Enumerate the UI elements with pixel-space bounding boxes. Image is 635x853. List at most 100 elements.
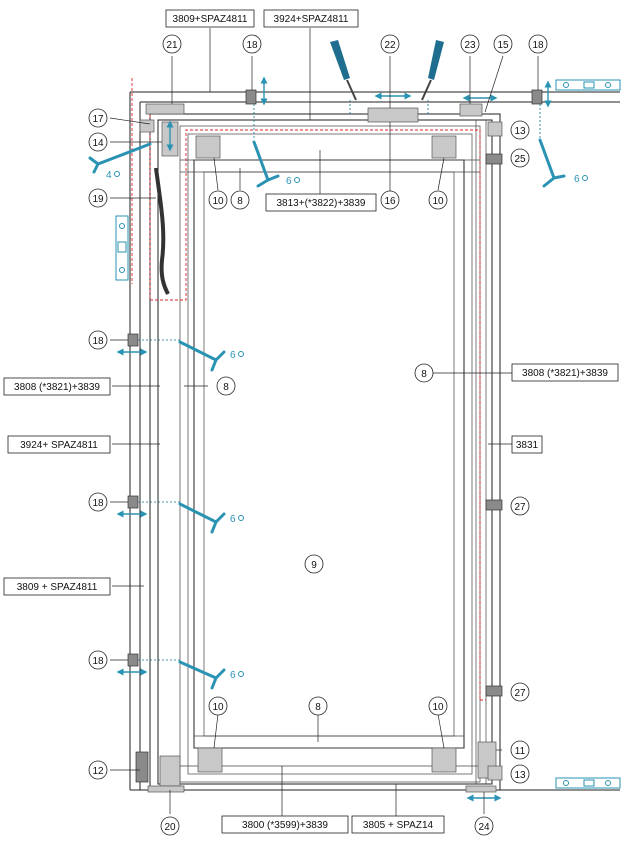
svg-text:3924+SPAZ4811: 3924+SPAZ4811 [274, 14, 349, 25]
callout-8: 8 [308, 696, 328, 716]
callout-24: 24 [474, 816, 494, 836]
allen-key-icon [88, 142, 152, 174]
callout-13: 13 [510, 120, 530, 140]
svg-text:21: 21 [166, 40, 178, 51]
callout-18: 18 [88, 650, 108, 670]
callout-10: 10 [208, 696, 228, 716]
corner-bracket-top-right [431, 135, 457, 159]
svg-text:3813+(*3822)+3839: 3813+(*3822)+3839 [277, 198, 366, 209]
svg-text:23: 23 [464, 40, 476, 51]
svg-text:3805 + SPAZ14: 3805 + SPAZ14 [363, 820, 434, 831]
bracket-25 [485, 153, 503, 165]
svg-text:27: 27 [514, 688, 526, 699]
degree-mark [238, 671, 244, 677]
sash-frame [149, 113, 501, 791]
svg-text:10: 10 [212, 702, 224, 713]
label-box-right-leaf: 3808 (*3821)+3839 [511, 363, 619, 382]
arm-bracket-21 [145, 103, 185, 115]
spirit-level-icon [555, 777, 621, 789]
label-box-top-frame-outer: 3809+SPAZ4811 [165, 9, 255, 28]
callout-10: 10 [428, 696, 448, 716]
callout-9: 9 [304, 554, 324, 574]
allen-key-icon [252, 104, 280, 188]
callout-8: 8 [216, 376, 236, 396]
svg-text:3800 (*3599)+3839: 3800 (*3599)+3839 [242, 820, 328, 831]
callout-22: 22 [380, 34, 400, 54]
degree-mark [114, 171, 120, 177]
allen-key-icon [138, 339, 226, 372]
dashed-outline-right [479, 136, 486, 701]
svg-text:8: 8 [223, 382, 229, 393]
svg-text:3809+SPAZ4811: 3809+SPAZ4811 [173, 14, 248, 25]
corner-bracket-bottom-right [431, 747, 457, 773]
adjust-screw-18-mid2 [127, 495, 139, 509]
callout-18: 18 [528, 34, 548, 54]
svg-text:19: 19 [92, 194, 104, 205]
degree-mark [238, 515, 244, 521]
adjust-screw-18-mid1 [127, 333, 139, 347]
svg-text:11: 11 [515, 746, 526, 757]
bracket-27-upper [485, 499, 503, 511]
svg-text:3809 + SPAZ4811: 3809 + SPAZ4811 [17, 582, 98, 593]
adjust-screw-18-mid3 [127, 653, 139, 667]
bracket-27-lower [485, 685, 503, 697]
pivot-plate-24 [465, 785, 497, 793]
callout-18: 18 [88, 330, 108, 350]
callout-18: 18 [88, 492, 108, 512]
svg-text:20: 20 [164, 822, 176, 833]
leader-lines [109, 28, 539, 816]
degree-mark [238, 351, 244, 357]
pivot-plate-20 [147, 785, 185, 793]
top-rail [180, 159, 480, 173]
label-box-left-outer-frame: 3809 + SPAZ4811 [3, 577, 111, 596]
svg-text:15: 15 [497, 40, 509, 51]
spirit-level-icon [555, 79, 621, 91]
screwdriver-icon [330, 40, 357, 101]
callout-20: 20 [160, 816, 180, 836]
svg-text:16: 16 [384, 196, 396, 207]
svg-text:18: 18 [246, 40, 258, 51]
allen-key-icon [138, 659, 226, 690]
callout-13: 13 [510, 764, 530, 784]
stop-17 [139, 119, 155, 133]
label-box-bottom-leaf: 3800 (*3599)+3839 [221, 815, 349, 834]
callout-10: 10 [208, 190, 228, 210]
callout-27: 27 [510, 682, 530, 702]
svg-text:3808 (*3821)+3839: 3808 (*3821)+3839 [14, 382, 100, 393]
stay-arm-19 [154, 167, 170, 295]
bottom-pivot-20 [159, 755, 181, 787]
hinge-plate-13-bottom [487, 765, 503, 781]
tool-size-6-top-right: 6 [574, 174, 580, 185]
svg-text:3924+ SPAZ4811: 3924+ SPAZ4811 [20, 440, 98, 451]
degree-mark [582, 175, 588, 181]
screwdriver-icon [421, 40, 444, 101]
bottom-rail [180, 735, 480, 767]
callout-10: 10 [428, 190, 448, 210]
label-box-left-leaf: 3808 (*3821)+3839 [3, 377, 111, 396]
allen-key-icon [538, 104, 566, 188]
center-hinge-top [367, 107, 419, 123]
tool-size-6-mid1: 6 [230, 350, 236, 361]
tool-size-4: 4 [106, 170, 112, 181]
callout-19: 19 [88, 188, 108, 208]
svg-text:8: 8 [237, 196, 243, 207]
svg-text:18: 18 [92, 336, 104, 347]
svg-text:18: 18 [92, 656, 104, 667]
callout-8: 8 [414, 363, 434, 383]
svg-text:22: 22 [384, 40, 396, 51]
tool-size-6-mid3: 6 [230, 670, 236, 681]
top-right-hinge [459, 103, 483, 117]
svg-text:14: 14 [92, 138, 104, 149]
svg-text:10: 10 [432, 702, 444, 713]
tool-size-6-top-left: 6 [286, 176, 292, 187]
label-box-right-frame: 3831 [511, 435, 543, 454]
callout-12: 12 [88, 760, 108, 780]
svg-text:9: 9 [311, 560, 317, 571]
svg-text:8: 8 [315, 702, 321, 713]
bottom-hinge-12 [135, 751, 149, 783]
callout-16: 16 [380, 190, 400, 210]
svg-text:12: 12 [92, 766, 104, 777]
callout-18: 18 [242, 34, 262, 54]
tool-size-6-mid2: 6 [230, 514, 236, 525]
adjust-screw-18-top-left [245, 89, 257, 105]
